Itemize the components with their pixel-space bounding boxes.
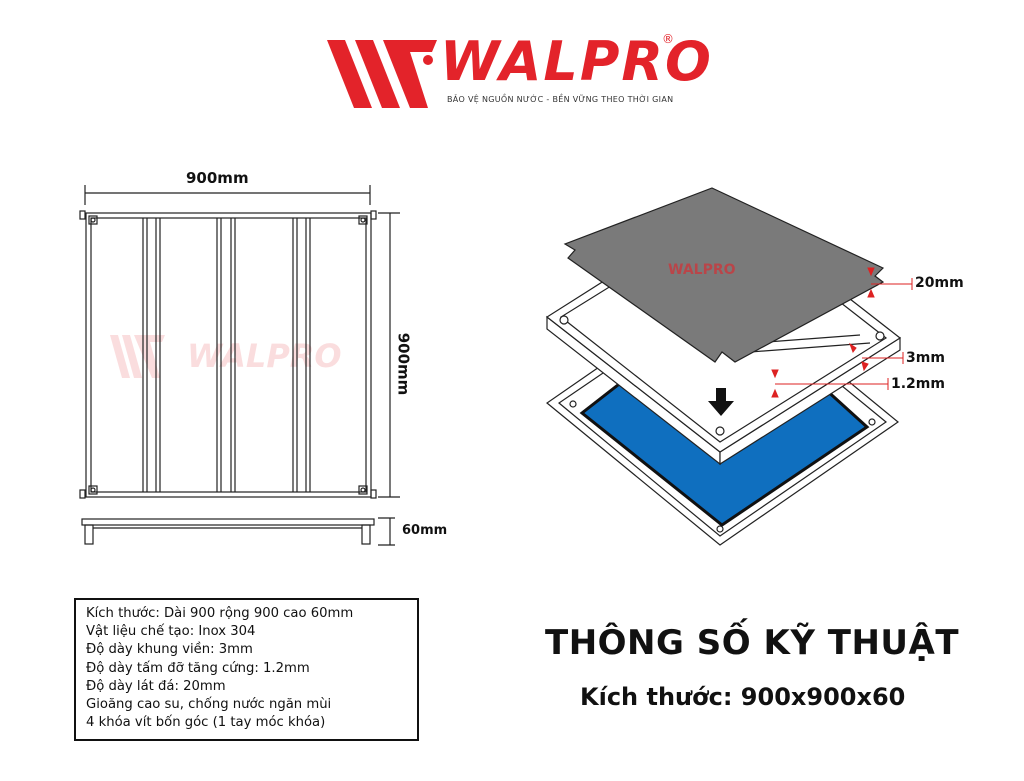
width-dimension-label: 900mm — [186, 169, 249, 187]
registered-mark: ® — [662, 32, 674, 46]
spec-item: Vật liệu chế tạo: Inox 304 — [86, 624, 256, 640]
length-dimension-label: 900mm — [394, 332, 413, 396]
svg-text:WALPRO: WALPRO — [187, 337, 342, 375]
watermark-logo: WALPRO — [110, 335, 342, 378]
spec-item: 4 khóa vít bốn góc (1 tay móc khóa) — [86, 715, 326, 731]
brand-name: WALPRO — [440, 30, 713, 93]
support-thickness-label: 1.2mm — [891, 376, 945, 392]
page-subtitle: Kích thước: 900x900x60 — [580, 683, 906, 711]
height-dimension-label: 60mm — [402, 523, 448, 538]
stone-tile: WALPRO — [563, 187, 885, 363]
down-arrow-icon — [708, 388, 734, 416]
spec-item: Gioăng cao su, chống nước ngăn mùi — [86, 697, 332, 713]
dimension-markers — [771, 267, 913, 398]
walpro-logo-icon — [327, 40, 437, 108]
spec-list: Kích thước: Dài 900 rộng 900 cao 60mm Vậ… — [74, 598, 419, 741]
spec-item: Độ dày khung viền: 3mm — [86, 642, 253, 658]
brand-tagline: BẢO VỆ NGUỒN NƯỚC - BỀN VỮNG THEO THỜI G… — [447, 95, 674, 104]
frame-thickness-label: 3mm — [906, 350, 945, 366]
top-view-drawing — [79, 185, 400, 546]
spec-item: Kích thước: Dài 900 rộng 900 cao 60mm — [86, 606, 354, 621]
spec-item: Độ dày lát đá: 20mm — [86, 678, 226, 694]
page-title: THÔNG SỐ KỸ THUẬT — [545, 623, 960, 663]
spec-item: Độ dày tấm đỡ tăng cứng: 1.2mm — [86, 660, 310, 676]
tile-watermark: WALPRO — [668, 262, 736, 278]
exploded-view-drawing: WALPRO — [545, 187, 913, 546]
tile-thickness-label: 20mm — [915, 275, 964, 291]
